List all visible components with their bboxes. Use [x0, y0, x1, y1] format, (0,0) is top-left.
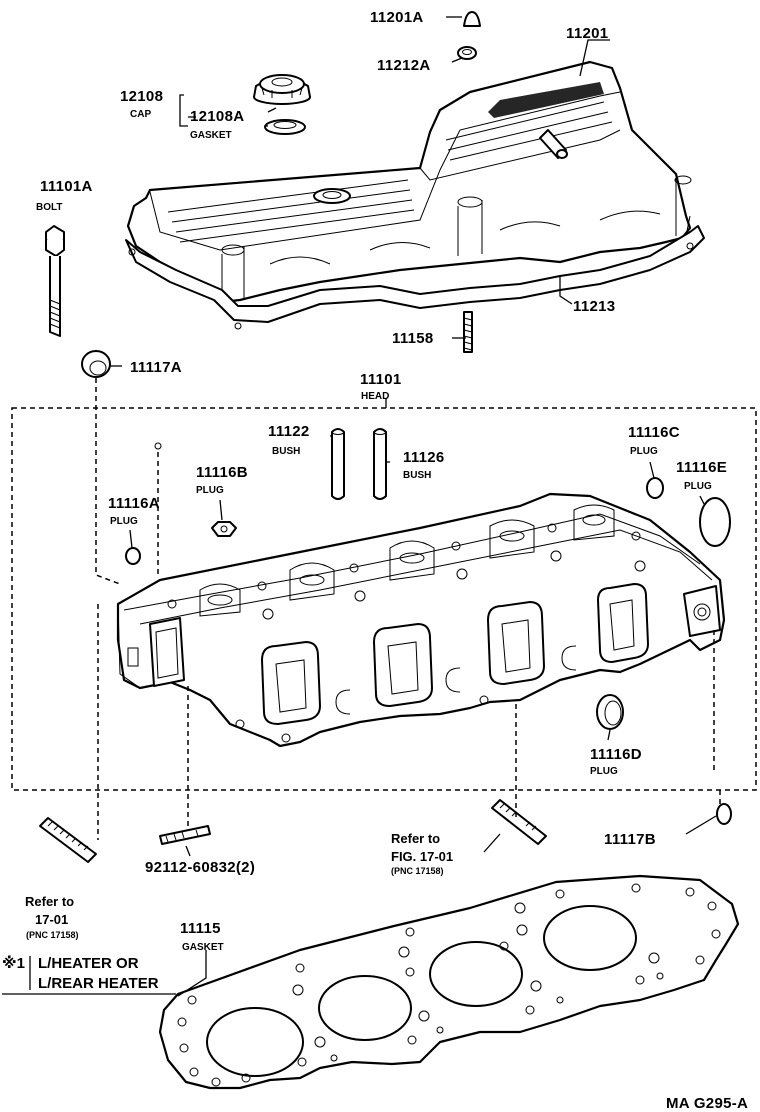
- label-12108a: 12108A: [190, 108, 244, 125]
- label-11201a: 11201A: [370, 9, 424, 26]
- dowel-pin-upper: [81, 350, 111, 378]
- cylinder-head: [116, 492, 726, 748]
- note-line2: L/REAR HEATER: [38, 975, 159, 992]
- head-assembly-boundary: [11, 407, 757, 791]
- figure-code: MA G295-A: [666, 1095, 748, 1112]
- plug-11116b: [211, 521, 237, 537]
- note-line1: L/HEATER OR: [38, 955, 139, 972]
- grommet: [463, 11, 481, 27]
- label-11115: 11115: [180, 920, 221, 937]
- ref-right-line1: Refer to: [391, 831, 440, 846]
- plug-11116d: [596, 694, 624, 730]
- label-11126: 11126: [403, 449, 445, 466]
- leader-lines: [2, 16, 717, 997]
- label-11212a: 11212A: [377, 57, 431, 74]
- label-head-gasket: GASKET: [182, 942, 224, 953]
- stud-right: [491, 799, 547, 845]
- ref-left-line2: 17-01: [35, 912, 68, 927]
- label-11101a: 11101A: [40, 178, 93, 195]
- label-cap: CAP: [130, 109, 151, 120]
- label-12108: 12108: [120, 88, 163, 105]
- label-bush-1: BUSH: [272, 446, 300, 457]
- label-92112: 92112-60832(2): [145, 859, 255, 876]
- label-bush-2: BUSH: [403, 470, 431, 481]
- label-plug-c: PLUG: [630, 446, 658, 457]
- label-11101: 11101: [360, 371, 402, 388]
- head-gasket: [158, 874, 740, 1090]
- seal-ring: [457, 46, 477, 60]
- label-11117a: 11117A: [130, 359, 182, 376]
- label-11201: 11201: [566, 25, 608, 42]
- label-11116a: 11116A: [108, 495, 160, 512]
- cover-gasket: [125, 225, 705, 330]
- label-11116d: 11116D: [590, 746, 642, 763]
- stud-bolt: [463, 311, 473, 353]
- label-11213: 11213: [573, 298, 615, 315]
- head-bolt: [45, 225, 65, 337]
- ref-right-pnc: (PNC 17158): [391, 866, 444, 876]
- plug-11116a: [125, 547, 141, 565]
- ref-left-line1: Refer to: [25, 894, 74, 909]
- label-plug-a: PLUG: [110, 516, 138, 527]
- cylinder-head-cover: [126, 60, 692, 304]
- label-plug-e: PLUG: [684, 481, 712, 492]
- ref-right-line2: FIG. 17-01: [391, 849, 453, 864]
- label-head: HEAD: [361, 391, 389, 402]
- label-11158: 11158: [392, 330, 434, 347]
- oil-filler-cap: [253, 74, 311, 105]
- label-cap-gasket: GASKET: [190, 130, 232, 141]
- note-symbol: ※1: [2, 954, 25, 972]
- valve-guide-bush-11126: [373, 428, 387, 500]
- label-11117b: 11117B: [604, 831, 656, 848]
- label-11116b: 11116B: [196, 464, 248, 481]
- label-11122: 11122: [268, 423, 310, 440]
- label-11116c: 11116C: [628, 424, 680, 441]
- cap-gasket: [264, 119, 306, 135]
- label-plug-d: PLUG: [590, 766, 618, 777]
- label-plug-b: PLUG: [196, 485, 224, 496]
- plug-11116e: [699, 497, 731, 547]
- dowel-pin-lower: [716, 803, 732, 825]
- stud-92112: [159, 825, 211, 845]
- label-bolt: BOLT: [36, 202, 62, 213]
- stud-left: [39, 817, 97, 863]
- plug-11116c: [646, 477, 664, 499]
- valve-guide-bush-11122: [331, 428, 345, 500]
- ref-left-pnc: (PNC 17158): [26, 930, 79, 940]
- label-11116e: 11116E: [676, 459, 727, 476]
